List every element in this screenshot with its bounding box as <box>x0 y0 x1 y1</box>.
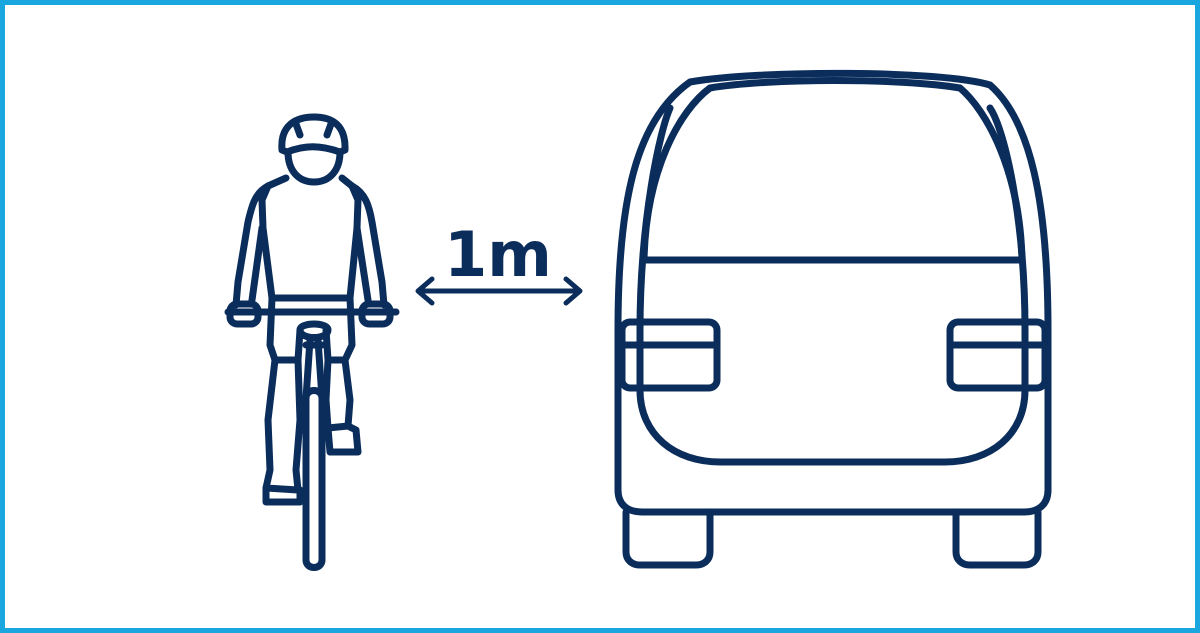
helmet-icon <box>282 117 345 152</box>
car-body <box>618 73 1048 512</box>
cyclist-rear-view-icon <box>228 117 396 568</box>
right-leg <box>326 360 350 428</box>
left-leg <box>266 360 300 490</box>
left-wheel <box>626 512 710 565</box>
right-wheel <box>956 512 1038 565</box>
right-tail-light <box>950 322 1045 388</box>
rear-wheel <box>306 391 322 568</box>
rear-window <box>644 81 1022 261</box>
left-tail-light <box>622 322 717 388</box>
car-rear-view-icon <box>618 73 1048 565</box>
head <box>288 152 340 182</box>
distance-label: 1m <box>444 218 552 291</box>
torso <box>262 178 358 298</box>
roof-line <box>640 108 1025 462</box>
